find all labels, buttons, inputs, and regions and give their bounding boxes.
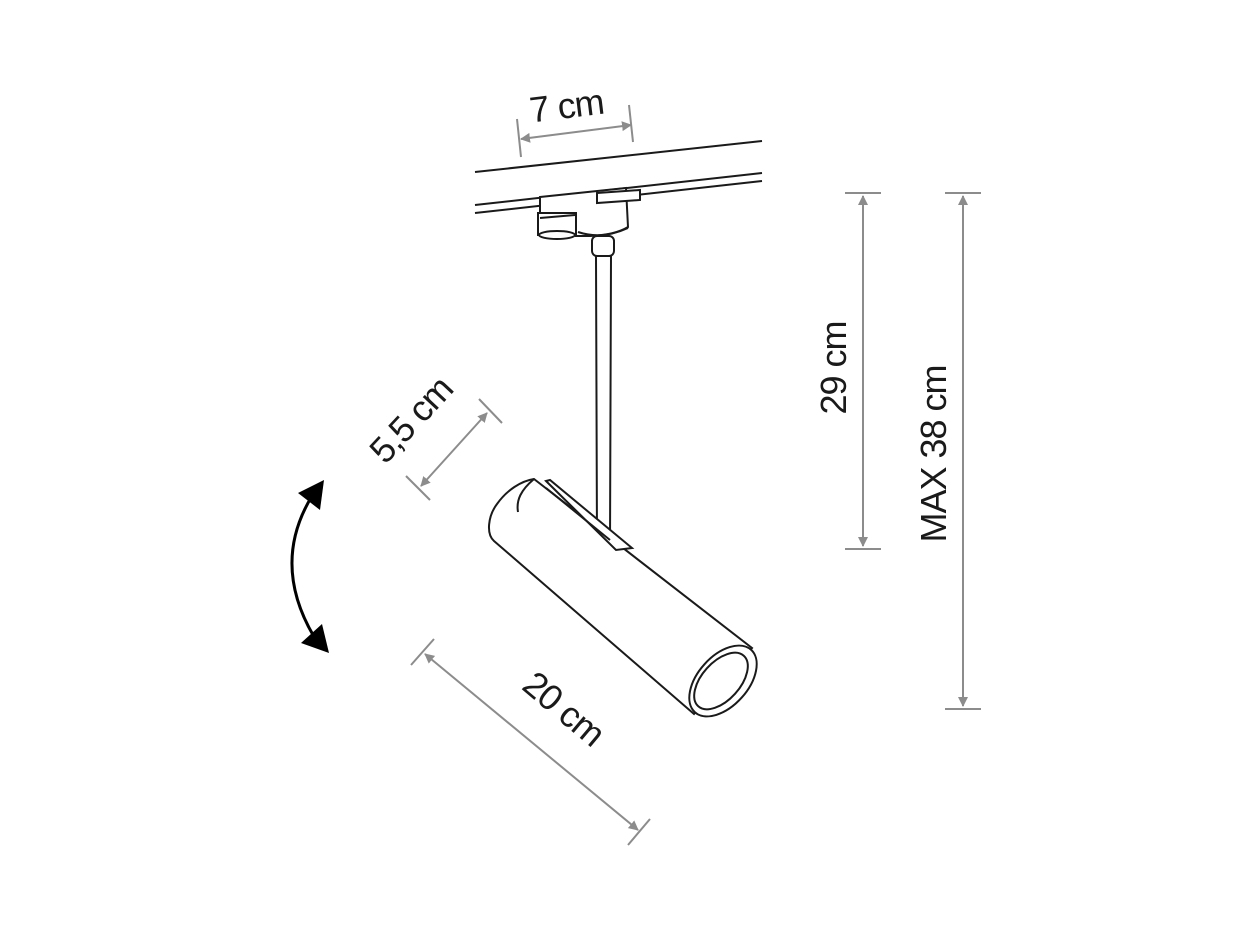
adapter-left-cap xyxy=(538,230,576,240)
track-width-line xyxy=(520,121,632,143)
body-diameter-label: 5,5 cm xyxy=(361,368,461,471)
diameter-tick-bottom xyxy=(405,475,431,501)
dimension-fixed-height: 29 cm xyxy=(813,192,881,550)
track-width-tick-left xyxy=(516,118,522,158)
adapter-step xyxy=(539,214,576,219)
max-height-label: MAX 38 cm xyxy=(913,365,954,542)
lamp-lens-inner xyxy=(693,651,749,711)
lamp-body xyxy=(488,477,758,718)
diameter-tick-top xyxy=(478,398,503,424)
dimension-body-length: 20 cm xyxy=(410,638,651,846)
stem-rod xyxy=(594,255,613,546)
adapter-right-lug xyxy=(596,188,641,205)
length-tick-bottom xyxy=(627,818,651,846)
curved-double-arrow-icon xyxy=(290,480,329,653)
track-width-label: 7 cm xyxy=(527,81,605,131)
lamp-end-cap xyxy=(516,478,535,513)
track-adapter xyxy=(537,186,641,257)
dimension-body-diameter: 5,5 cm xyxy=(361,368,503,501)
dimension-track-width: 7 cm xyxy=(516,81,634,158)
fixed-height-label: 29 cm xyxy=(813,321,854,414)
stem xyxy=(594,255,613,546)
dimension-max-height: MAX 38 cm xyxy=(913,192,981,710)
length-line xyxy=(424,653,639,831)
lamp-housing xyxy=(488,477,754,716)
diameter-line xyxy=(420,412,488,487)
track-width-tick-right xyxy=(628,104,634,143)
length-tick-top xyxy=(410,638,435,666)
lamp-mount-bracket-edge xyxy=(545,487,611,541)
track-top-edge xyxy=(474,140,763,173)
rotation-arc xyxy=(290,495,318,641)
rotation-arrowhead-bottom xyxy=(301,624,329,653)
stem-collar xyxy=(591,235,615,257)
rotation-arrowhead-top xyxy=(298,480,324,510)
